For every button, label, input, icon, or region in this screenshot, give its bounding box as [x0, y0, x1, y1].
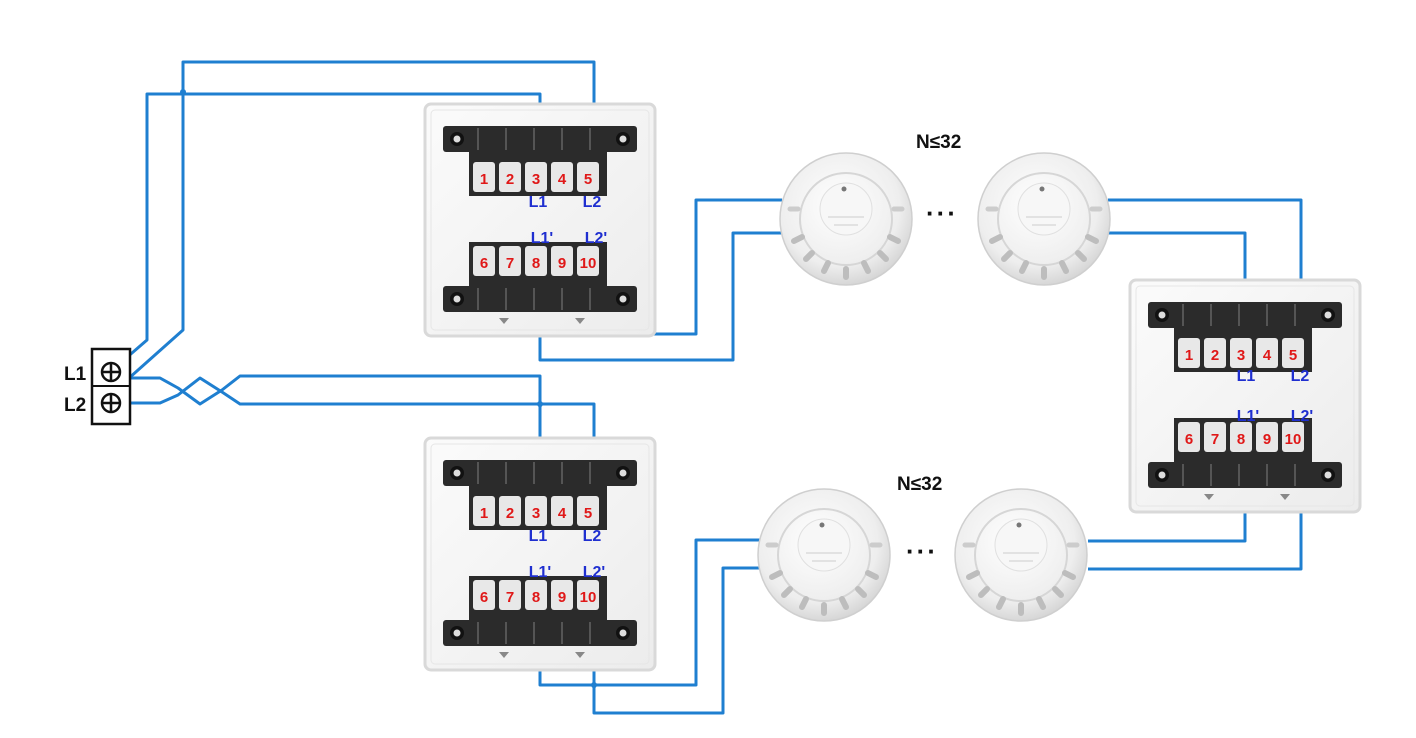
terminal-number: 5 — [1289, 347, 1297, 364]
smoke-detector-icon — [955, 489, 1087, 621]
terminal-number: 7 — [506, 589, 514, 606]
terminal-number: 10 — [1285, 431, 1302, 448]
terminal-label-l1-prime: L1' — [531, 230, 553, 247]
wires — [109, 60, 1303, 715]
terminal-number: 1 — [480, 505, 488, 522]
terminal-number: 10 — [580, 589, 597, 606]
wire-module2-l2-feed — [110, 376, 596, 478]
terminal-label-l2: L2 — [583, 528, 602, 545]
terminal-number: 5 — [584, 171, 592, 188]
terminal-number: 9 — [558, 255, 566, 272]
smoke-detector-icon — [758, 489, 890, 621]
smoke-detector-icon — [780, 153, 912, 285]
wire-module1-l2-feed — [109, 60, 596, 397]
supply-label-l2: L2 — [64, 395, 86, 416]
terminal-label-l1-prime: L1' — [529, 564, 551, 581]
terminal-number: 4 — [558, 505, 567, 522]
terminal-number: 2 — [1211, 347, 1219, 364]
terminal-number: 1 — [480, 171, 488, 188]
terminal-number: 10 — [580, 255, 597, 272]
smoke-detector-icon — [978, 153, 1110, 285]
terminal-number: 3 — [532, 171, 540, 188]
detector-ellipsis: ··· — [906, 536, 938, 566]
terminal-label-l1: L1 — [1237, 368, 1256, 385]
terminal-number: 6 — [480, 589, 488, 606]
terminal-label-l1: L1 — [529, 528, 548, 545]
terminal-number: 3 — [1237, 347, 1245, 364]
terminal-label-l2: L2 — [583, 194, 602, 211]
detector-count-label: N≤32 — [897, 474, 942, 495]
terminal-number: 4 — [558, 171, 567, 188]
terminal-label-l2-prime: L2' — [1291, 408, 1313, 425]
supply-screw-l2-icon — [100, 392, 122, 414]
terminal-label-l2-prime: L2' — [585, 230, 607, 247]
junction-module-1: 1 2 3 4 5 6 7 8 9 10 L1 L2 L1' L2' — [423, 102, 657, 338]
wire-detector2-to-module3-l2 — [1108, 198, 1303, 312]
terminal-number: 9 — [1263, 431, 1271, 448]
terminal-label-l2: L2 — [1291, 368, 1310, 385]
terminal-number: 1 — [1185, 347, 1193, 364]
terminal-number: 6 — [480, 255, 488, 272]
junction-module-2: 1 2 3 4 5 6 7 8 9 10 L1 L2 L1' L2' — [423, 436, 657, 672]
supply-screw-l1-icon — [100, 361, 122, 383]
terminal-label-l1: L1 — [529, 194, 548, 211]
supply-label-l1: L1 — [64, 364, 87, 385]
terminal-number: 6 — [1185, 431, 1193, 448]
terminal-number: 7 — [1211, 431, 1219, 448]
junction-module-3: 1 2 3 4 5 6 7 8 9 10 L1 L2 L1' L2' — [1128, 278, 1362, 514]
terminal-number: 8 — [1237, 431, 1245, 448]
terminal-number: 5 — [584, 505, 592, 522]
detector-ellipsis: ··· — [926, 198, 958, 228]
terminal-number: 4 — [1263, 347, 1272, 364]
terminal-number: 8 — [532, 589, 540, 606]
terminal-number: 3 — [532, 505, 540, 522]
supply-terminal: L1 L2 — [64, 347, 132, 426]
terminal-number: 2 — [506, 171, 514, 188]
terminal-label-l2-prime: L2' — [583, 564, 605, 581]
terminal-number: 8 — [532, 255, 540, 272]
terminal-number: 9 — [558, 589, 566, 606]
terminal-label-l1-prime: L1' — [1237, 408, 1259, 425]
wire-module2-l1-feed — [110, 374, 542, 478]
terminal-number: 7 — [506, 255, 514, 272]
terminal-number: 2 — [506, 505, 514, 522]
detector-count-label: N≤32 — [916, 132, 961, 153]
